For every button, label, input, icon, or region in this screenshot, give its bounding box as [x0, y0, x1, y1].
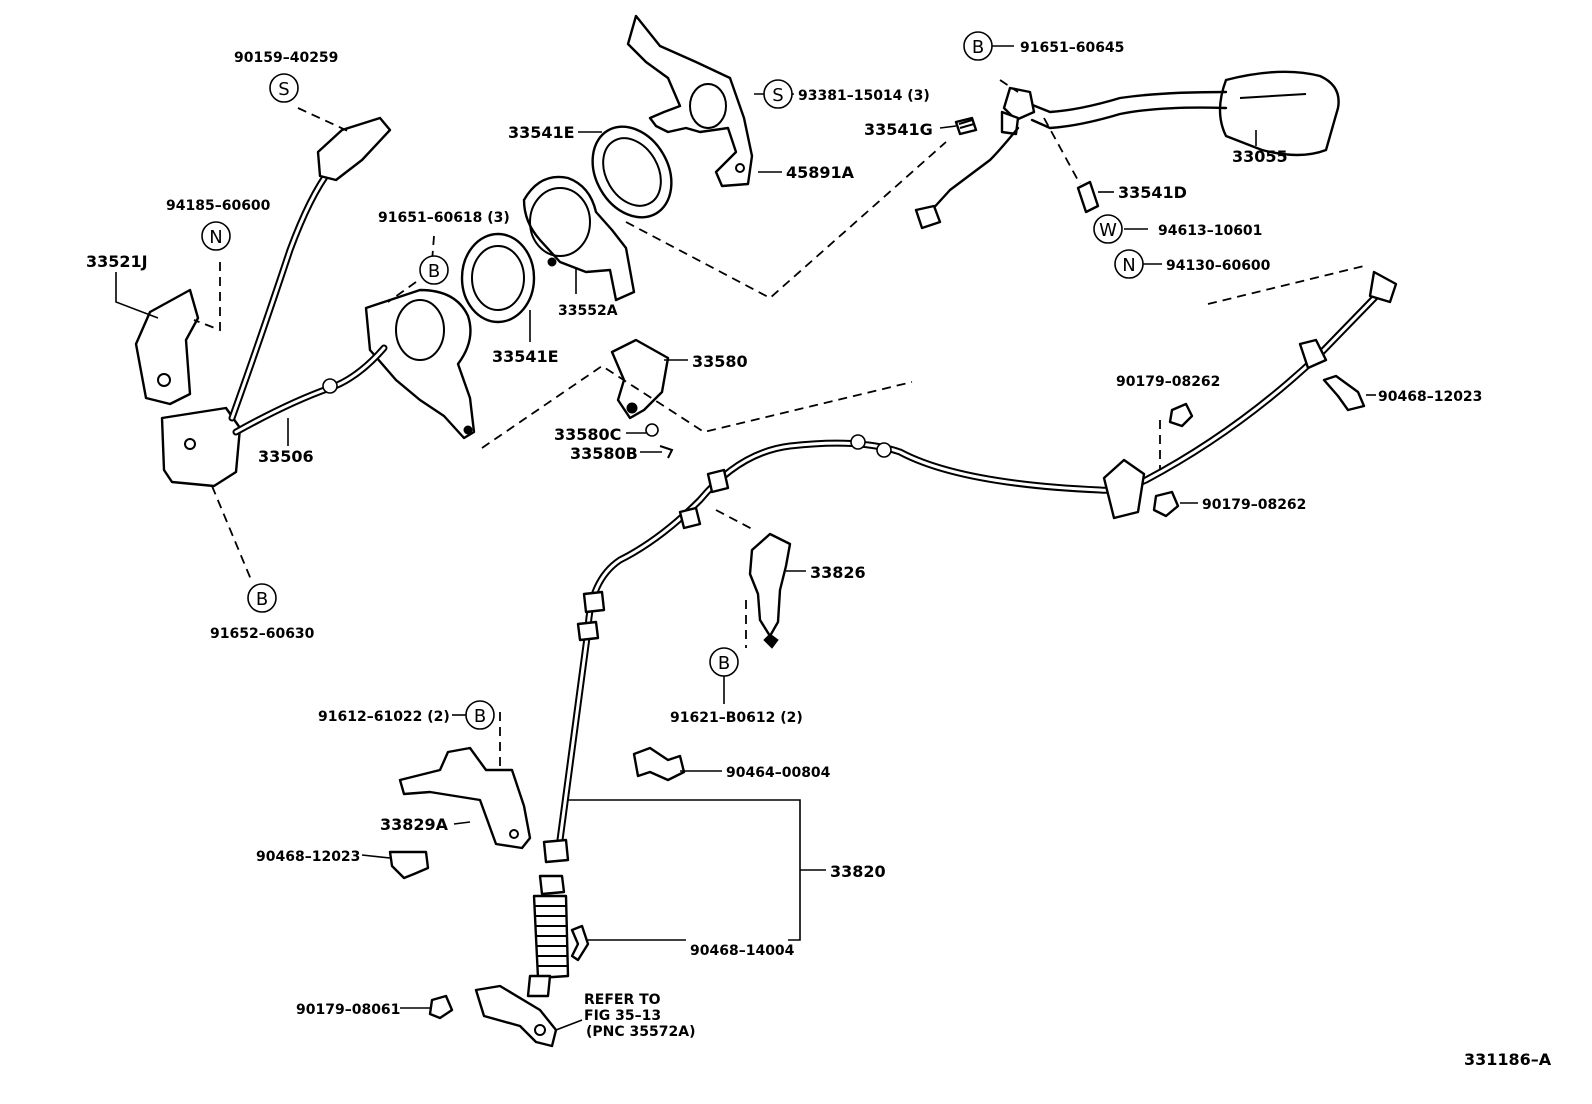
label-33826: 33826 [810, 563, 866, 582]
label-33541g: 33541G [864, 120, 933, 139]
nut-90179-08262-bottom [1152, 490, 1180, 518]
symbol-s-top-center: S [763, 79, 793, 109]
label-33521j: 33521J [86, 252, 148, 271]
label-90468-12023-left: 90468–12023 [256, 849, 360, 865]
refer-line-1: REFER TO [584, 992, 661, 1008]
label-94130-60600: 94130–60600 [1166, 258, 1271, 274]
svg-text:S: S [278, 79, 289, 100]
svg-text:N: N [209, 227, 222, 248]
refer-line-2: FIG 35–13 [584, 1008, 661, 1024]
svg-text:B: B [474, 706, 486, 727]
seal-33541e-bottom [460, 232, 536, 324]
housing-33552a [522, 175, 636, 302]
symbol-w-right: W [1093, 214, 1123, 244]
svg-text:S: S [772, 85, 783, 106]
label-33580b: 33580B [570, 444, 638, 463]
label-90464-00804: 90464–00804 [726, 765, 831, 781]
label-33580c: 33580C [554, 425, 621, 444]
svg-text:B: B [428, 261, 440, 282]
nut-90179-08061 [428, 994, 454, 1020]
label-91612-61022: 91612–61022 (2) [318, 709, 450, 725]
nut-90179-08262-top [1168, 402, 1194, 428]
label-94613-10601: 94613–10601 [1158, 223, 1262, 239]
clip-90468-12023-right [1322, 374, 1366, 412]
symbol-b-top-right: B [963, 31, 993, 61]
clip-90468-12023-left [388, 850, 430, 880]
symbol-n-right: N [1114, 249, 1144, 279]
label-90159-40259: 90159–40259 [234, 50, 338, 66]
bracket-33829a [398, 746, 532, 850]
svg-text:B: B [718, 653, 730, 674]
label-33506: 33506 [258, 447, 314, 466]
label-33541e-bottom: 33541E [492, 347, 559, 366]
label-90179-08061: 90179–08061 [296, 1002, 400, 1018]
svg-text:B: B [972, 37, 984, 58]
bracket-45891a [626, 14, 754, 188]
cable-33820 [526, 270, 1398, 998]
shift-lever-33055 [914, 70, 1340, 230]
label-33829a: 33829A [380, 815, 449, 834]
label-33541d: 33541D [1118, 183, 1187, 202]
leader-lines [115, 45, 1376, 1031]
bracket-33826 [748, 532, 792, 638]
refer-line-3: (PNC 35572A) [586, 1024, 695, 1040]
figure-number: 331186–A [1464, 1050, 1552, 1069]
cable-33506 [160, 116, 392, 488]
label-91651-60645: 91651–60645 [1020, 40, 1124, 56]
clip-90464-00804 [632, 746, 686, 782]
selector-cylinder [364, 288, 476, 440]
symbol-s-top-left: S [269, 73, 299, 103]
symbol-b-bottom-left: B [247, 583, 277, 613]
svg-text:N: N [1122, 255, 1135, 276]
symbol-b-33826: B [709, 647, 739, 677]
label-94185-60600: 94185–60600 [166, 198, 271, 214]
label-90179-08262-top: 90179–08262 [1116, 374, 1220, 390]
label-33580: 33580 [692, 352, 748, 371]
bracket-33521j [134, 288, 200, 406]
label-90179-08262-bottom: 90179–08262 [1202, 497, 1306, 513]
svg-text:W: W [1099, 220, 1117, 241]
label-33055: 33055 [1232, 147, 1288, 166]
label-91651-60618: 91651–60618 (3) [378, 210, 510, 226]
label-33552a: 33552A [558, 303, 618, 319]
lever-33580 [610, 338, 674, 459]
label-91621-b0612: 91621–B0612 (2) [670, 710, 803, 726]
label-91652-60630: 91652–60630 [210, 626, 315, 642]
label-90468-14004: 90468–14004 [690, 943, 795, 959]
label-33820: 33820 [830, 862, 886, 881]
symbol-b-33829a: B [465, 700, 495, 730]
symbol-n-left: N [201, 221, 231, 251]
seal-33541e-top [591, 125, 673, 219]
label-90468-12023-right: 90468–12023 [1378, 389, 1482, 405]
symbol-b-cylinder: B [419, 255, 449, 285]
label-93381-15014: 93381–15014 (3) [798, 88, 930, 104]
svg-text:B: B [256, 589, 268, 610]
label-33541e-top: 33541E [508, 123, 575, 142]
clip-90468-14004 [570, 924, 590, 962]
label-45891a: 45891A [786, 163, 855, 182]
part-labels: 90159–40259 94185–60600 33521J 33506 916… [86, 40, 1552, 1069]
